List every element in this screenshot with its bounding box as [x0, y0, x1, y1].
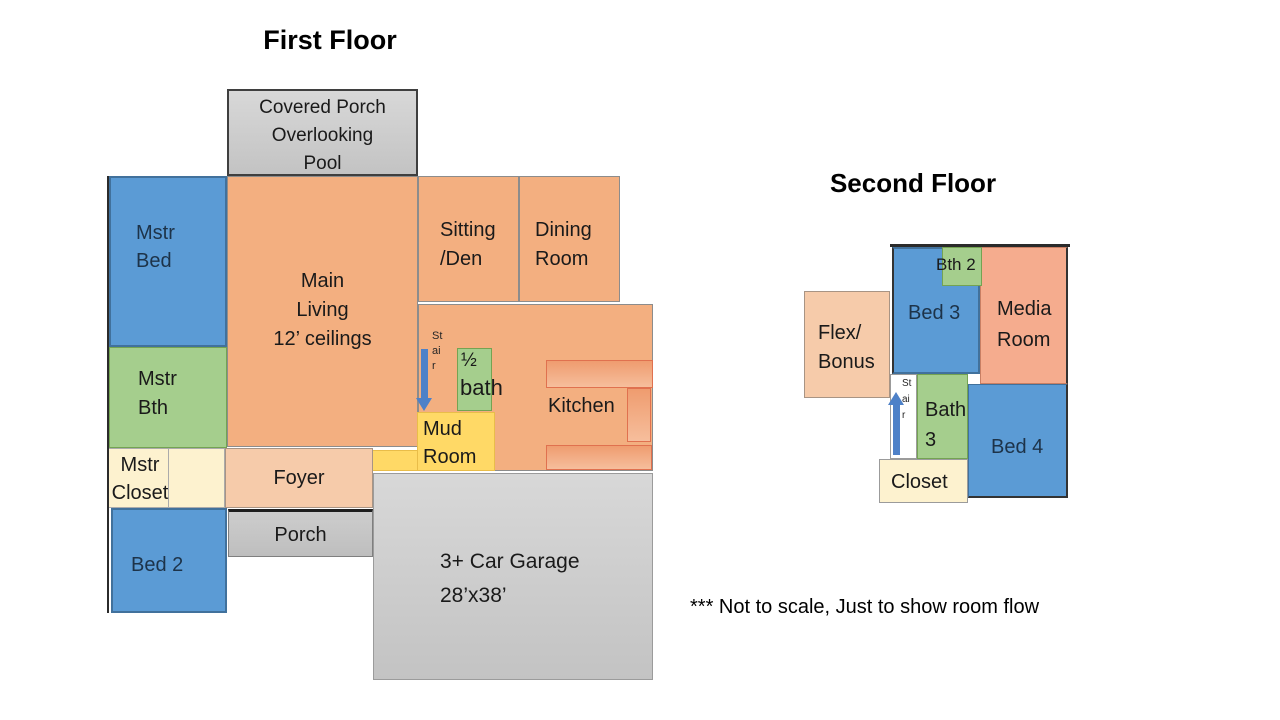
bed-3-label: Bed 3: [908, 302, 961, 324]
room-flex-bonus: Flex/ Bonus: [804, 291, 890, 398]
room-main-living: Main Living 12’ ceilings: [227, 176, 418, 447]
sitting-den-label: Sitting /Den: [440, 219, 496, 270]
media-room-label: Media Room: [997, 298, 1052, 351]
room-half-bath: ½ bath: [457, 348, 503, 411]
room-mstr-bed: Mstr Bed: [109, 176, 227, 347]
mstr-closet-label: Mstr Closet: [111, 454, 169, 504]
flex-bonus-label: Flex/ Bonus: [818, 322, 875, 373]
kitchen-counter-right: [627, 388, 651, 442]
room-mud-room: Mud Room: [417, 412, 495, 471]
room-porch: Porch: [228, 509, 373, 557]
stair-label-first-floor: Stair: [432, 330, 443, 372]
room-mstr-bth: Mstr Bth: [109, 347, 227, 448]
mstr-bth-label: Mstr Bth: [138, 368, 177, 419]
closet-label: Closet: [891, 471, 948, 493]
main-living-label: Main Living 12’ ceilings: [273, 270, 372, 350]
bed-2-label: Bed 2: [131, 554, 184, 576]
kitchen-counter-bottom: [546, 445, 652, 470]
room-garage: 3+ Car Garage 28’x38’: [373, 473, 653, 680]
mstr-closet-divider: [168, 449, 169, 507]
stair-up-arrow-icon: [893, 404, 900, 455]
bed-4-label: Bed 4: [991, 436, 1044, 458]
second-floor-title: Second Floor: [829, 168, 997, 198]
mud-room-label: Mud Room: [423, 418, 477, 468]
first-floor-left-outline: [107, 176, 109, 613]
stair-up-arrowhead-icon: [888, 392, 904, 405]
bath-3-label: Bath 3: [925, 399, 967, 451]
room-bed-2: Bed 2: [111, 508, 227, 613]
stair-down-arrow-icon: [421, 349, 428, 399]
first-floor-title: First Floor: [263, 25, 397, 55]
room-dining-room: Dining Room: [519, 176, 620, 302]
dining-room-label: Dining Room: [535, 219, 592, 270]
porch-label: Porch: [274, 524, 327, 546]
not-to-scale-note: *** Not to scale, Just to show room flow: [690, 596, 1040, 618]
kitchen-counter-top: [546, 360, 653, 388]
stair-down-arrowhead-icon: [416, 398, 432, 411]
room-closet: Closet: [879, 459, 968, 503]
room-bed-4: Bed 4: [968, 384, 1068, 498]
stair-label-second-floor: Stair: [902, 378, 912, 421]
room-media-room: Media Room: [980, 247, 1068, 384]
kitchen-label: Kitchen: [548, 395, 615, 417]
half-bath-label: bath: [460, 375, 503, 400]
foyer-label: Foyer: [273, 467, 325, 489]
second-floor-top-outline: [890, 244, 1070, 247]
room-foyer: Foyer: [225, 448, 373, 508]
room-bath-3: Bath 3: [917, 374, 968, 459]
garage-label: 3+ Car Garage 28’x38’: [440, 550, 580, 607]
mstr-bed-label: Mstr Bed: [136, 222, 175, 272]
room-sitting-den: Sitting /Den: [418, 176, 519, 302]
bth-2-label: Bth 2: [936, 255, 976, 274]
room-bed-3: Bed 3: [892, 247, 980, 374]
room-bth-2: Bth 2: [936, 247, 982, 286]
half-bath-fraction: ½: [461, 350, 477, 371]
room-mstr-closet: Mstr Closet: [108, 448, 225, 508]
hallway-strip: [372, 450, 418, 471]
covered-porch-label: Covered Porch Overlooking Pool: [259, 97, 386, 174]
room-covered-porch: Covered Porch Overlooking Pool: [227, 89, 418, 176]
